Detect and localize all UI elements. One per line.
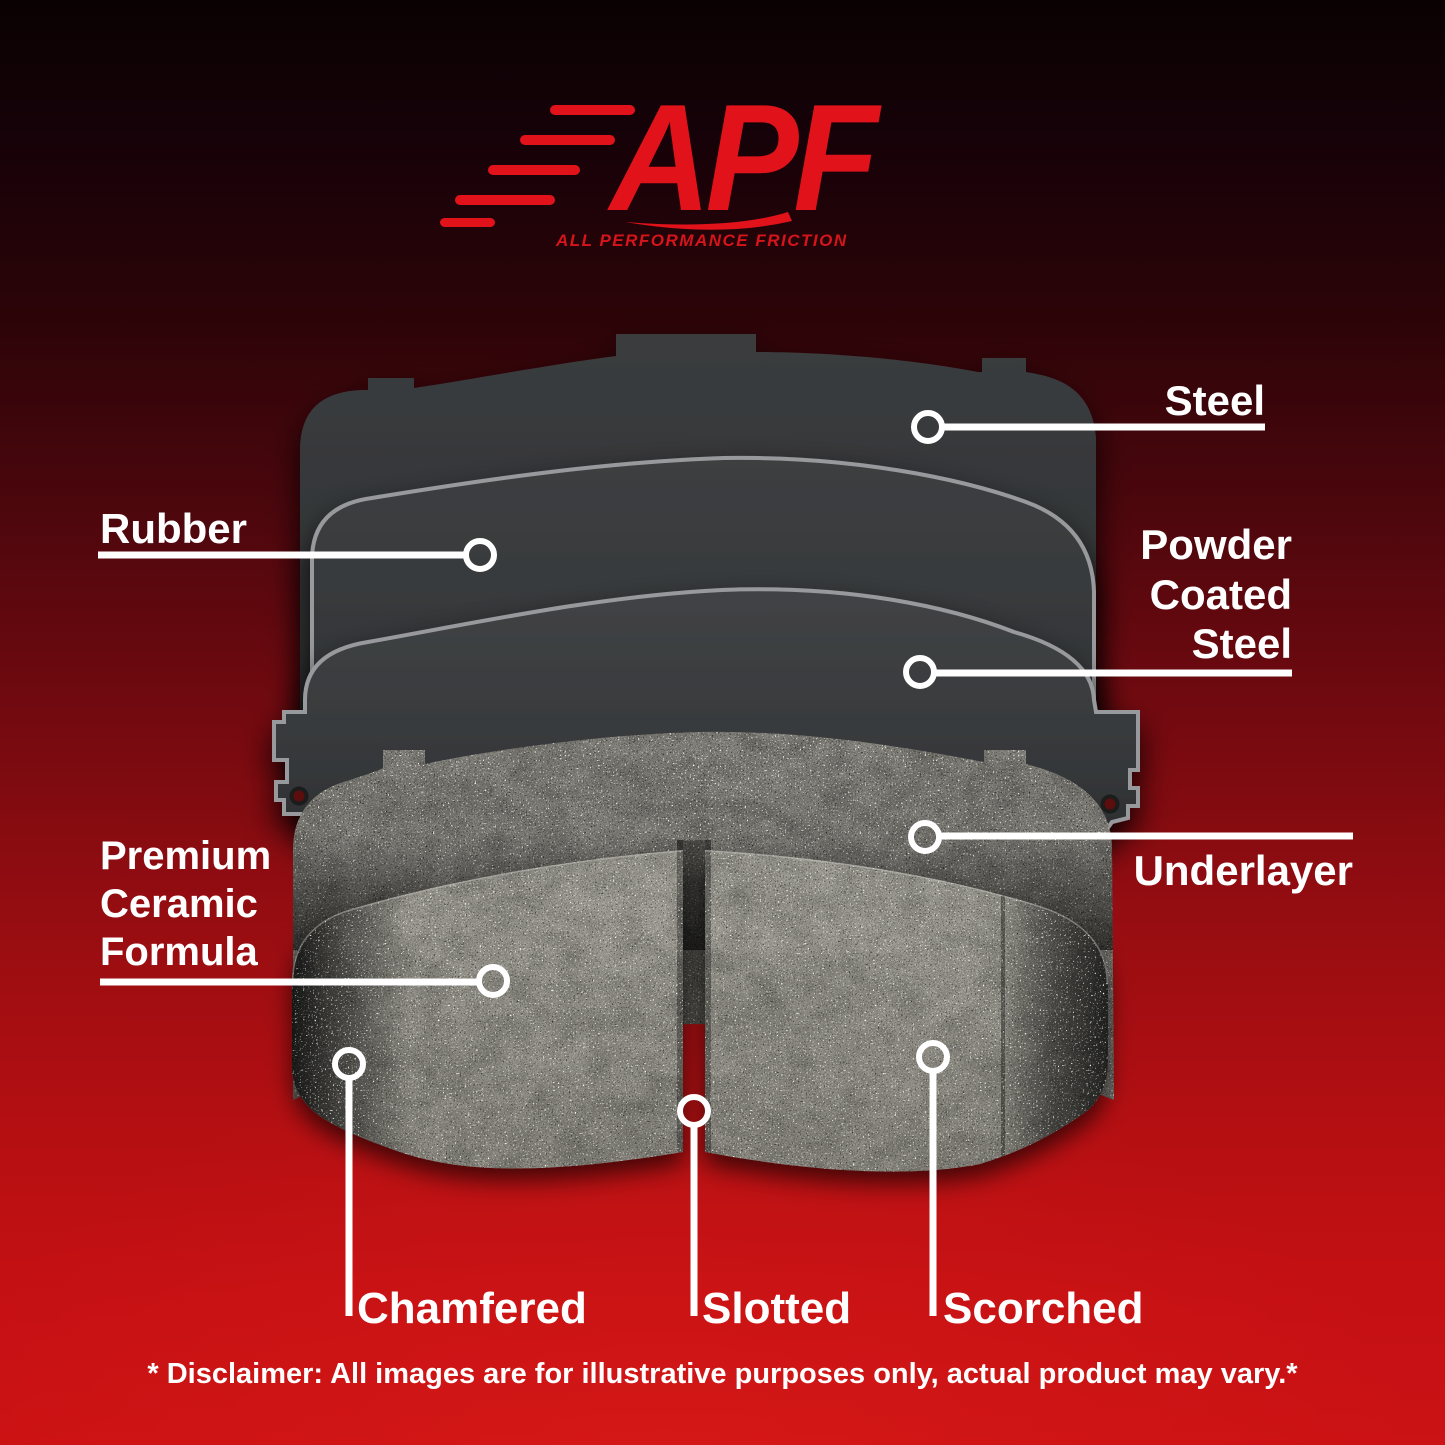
powder-callout-dot bbox=[903, 655, 937, 689]
steel-callout-dot bbox=[911, 410, 945, 444]
label-rubber: Rubber bbox=[100, 505, 247, 552]
plate-hole-right bbox=[1100, 794, 1120, 814]
ceramic-callout-dot bbox=[476, 964, 510, 998]
label-premium-ceramic: Premium Ceramic Formula bbox=[100, 834, 272, 974]
label-scorched: Scorched bbox=[943, 1284, 1144, 1333]
plate-hole-left bbox=[289, 786, 309, 806]
label-slotted: Slotted bbox=[702, 1284, 852, 1333]
underlayer-callout-dot bbox=[908, 820, 942, 854]
disclaimer-text: * Disclaimer: All images are for illustr… bbox=[147, 1358, 1298, 1390]
label-underlayer: Underlayer bbox=[1133, 847, 1353, 894]
rubber-callout-dot bbox=[463, 538, 497, 572]
logo-tagline: ALL PERFORMANCE FRICTION bbox=[556, 231, 848, 250]
slotted-callout-dot bbox=[677, 1094, 711, 1128]
label-chamfered: Chamfered bbox=[357, 1284, 587, 1333]
label-powder-coated-steel: Powder Coated Steel bbox=[1140, 521, 1292, 668]
logo-text: APF bbox=[607, 73, 882, 243]
chamfered-callout-dot bbox=[332, 1047, 366, 1081]
label-steel: Steel bbox=[1164, 377, 1265, 424]
scorched-callout-dot bbox=[916, 1040, 950, 1074]
apf-logo: APF bbox=[440, 73, 888, 243]
